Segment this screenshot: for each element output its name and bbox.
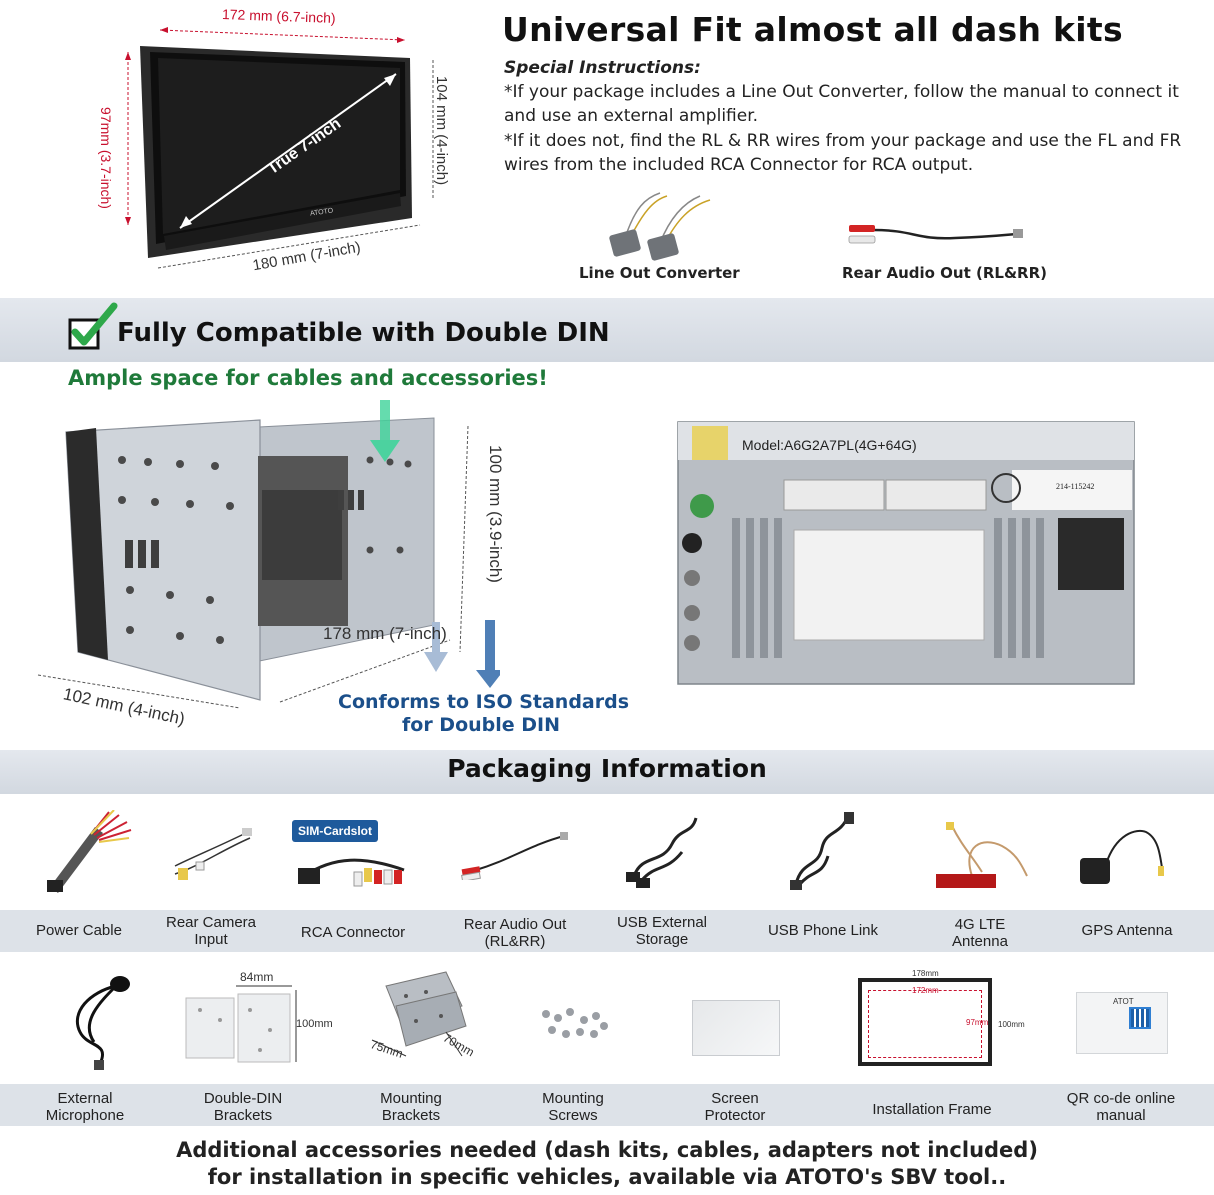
package-item: Screen Protector [660,956,810,1126]
package-item-label: Rear Audio Out (RL&RR) [463,916,567,950]
manual-brand-label: ATOT [1113,997,1134,1006]
instruction-line: and use an external amplifier. [504,106,759,126]
package-item-label: Mounting Screws [542,1090,604,1124]
package-item-label: GPS Antenna [1081,922,1173,939]
line-out-converter-icon [609,192,711,261]
package-item-label: Double-DIN Brackets [203,1090,283,1124]
qr-manual-icon: ATOT [1076,992,1168,1054]
rear-code-label: 214-115242 [1056,482,1095,491]
rear-audio-cable-icon [848,225,1023,244]
instructions-heading: Special Instructions: [504,58,701,78]
package-item: Power Cable [4,796,154,952]
package-item: 178mm 172mm 97mm 100mm Installation Fram… [842,956,1025,1126]
double-din-cage-illustration [37,400,500,709]
package-item: GPS Antenna [1052,796,1202,952]
lte-antenna-icon [936,822,1028,888]
line-out-converter-label: Line Out Converter [579,264,740,282]
rear-audio-out-label: Rear Audio Out (RL&RR) [842,264,1047,282]
package-item-label: USB Phone Link [767,922,879,939]
mounting-screws-icon [542,1008,608,1038]
double-din-brackets-icon [185,985,297,1063]
packaging-title: Packaging Information [447,754,767,783]
package-item: Rear Camera Input [138,796,284,952]
cage-depth-label: 178 mm (7-inch) [323,624,447,643]
package-item-label: Screen Protector [704,1090,766,1124]
package-item: SIM-Cardslot RCA Connector [280,796,426,952]
package-item-label: USB External Storage [616,914,708,948]
package-item-label: External Microphone [45,1090,125,1124]
instruction-line: *If it does not, find the RL & RR wires … [504,131,1182,151]
gps-antenna-icon [1080,829,1164,884]
package-item: 4G LTE Antenna [906,796,1054,952]
bracket-width-label: 84mm [240,970,274,984]
installation-frame-icon [858,978,992,1066]
bracket-height-label: 100mm [296,1018,333,1030]
rear-model-label: Model:A6G2A7PL(4G+64G) [742,437,917,453]
package-item: External Microphone [10,956,160,1126]
footer-line-2: for installation in specific vehicles, a… [207,1165,1007,1189]
mounting-brackets-icon [371,971,467,1057]
package-item: 84mm 100mm Double-DIN Brackets [168,956,333,1126]
packaging-row-2: External Microphone 84mm 100mm Double-DI… [0,956,1214,1126]
rca-connector-icon [298,858,405,887]
package-item-label: Installation Frame [872,1101,992,1118]
usb-storage-cable-icon [626,817,698,888]
screen-height-left-label: 97mm (3.7-inch) [97,107,114,209]
compat-band [0,298,1214,362]
package-item: ATOT QR co-de online manual [1046,956,1196,1126]
footer-line-1: Additional accessories needed (dash kits… [176,1138,1038,1162]
package-item-label: Rear Camera Input [165,914,257,948]
compat-title: Fully Compatible with Double DIN [117,318,610,348]
sim-cardslot-badge: SIM-Cardslot [292,820,379,842]
package-item: USB External Storage [588,796,736,952]
package-item-label: 4G LTE Antenna [952,916,1008,950]
head-unit-screen-illustration [125,27,434,269]
package-item: Rear Audio Out (RL&RR) [440,796,590,952]
usb-phone-link-icon [790,812,854,890]
iso-standards-line1: Conforms to ISO Standards [338,691,630,713]
package-item-label: Mounting Brackets [380,1090,442,1124]
screen-height-right-label: 104 mm (4-inch) [433,75,451,186]
power-cable-icon [47,810,132,893]
cage-height-label: 100 mm (3.9-inch) [485,445,505,583]
packaging-row-1: Power Cable Rear Camera Input SIM-Cardsl… [0,796,1214,952]
iso-standards-line2: for Double DIN [402,714,561,736]
package-item-label: Power Cable [36,922,122,939]
screen-protector-icon [692,1000,780,1056]
page-title: Universal Fit almost all dash kits [502,10,1123,49]
microphone-icon [76,976,130,1070]
package-item: Mounting Screws [498,956,648,1126]
top-section: 172 mm (6.7-inch) 97mm (3.7-inch) True 7… [0,0,1214,298]
package-item: 75mm 70mm Mounting Brackets [336,956,486,1126]
package-item-label: RCA Connector [300,924,406,941]
checkbox-check-icon [68,302,118,350]
frame-inner-width-label: 172mm [912,986,939,995]
package-item: USB Phone Link [748,796,898,952]
package-item-label: QR co-de online manual [1066,1090,1176,1124]
rear-camera-cable-icon [174,828,252,880]
compat-subtitle: Ample space for cables and accessories! [68,366,548,390]
instruction-line: *If your package includes a Line Out Con… [504,82,1179,102]
instruction-line: wires from the included RCA Connector fo… [504,155,974,175]
packaging-band [0,750,1214,794]
head-unit-rear-illustration [677,421,1135,685]
rear-audio-out-icon [461,832,568,880]
frame-inner-height-label: 97mm [966,1018,989,1027]
frame-outer-height-label: 100mm [998,1020,1025,1029]
frame-outer-width-label: 178mm [912,969,939,978]
